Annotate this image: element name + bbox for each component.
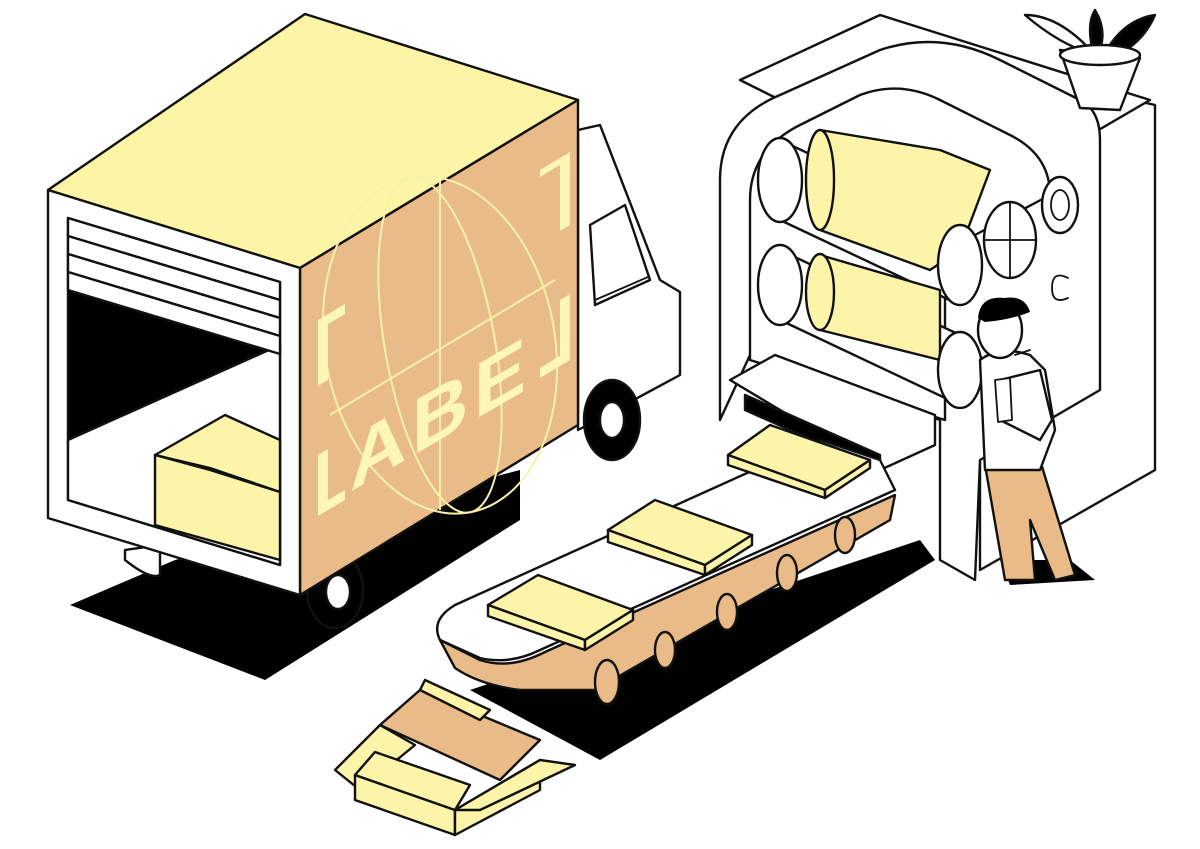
belt-roller-2 xyxy=(653,630,677,670)
truck-rollup-door xyxy=(66,216,282,356)
press-rollers xyxy=(756,128,992,410)
delivery-truck: A B E xyxy=(46,12,682,630)
logo-bracket-icon xyxy=(540,294,570,378)
box-flap-front xyxy=(353,750,472,812)
worker-hair xyxy=(978,297,1030,322)
truck-windshield xyxy=(588,203,652,307)
logo-bracket-icon xyxy=(540,152,570,231)
belt-roller-4 xyxy=(775,553,799,593)
belt-roller-1 xyxy=(593,658,621,706)
belt-roller-5 xyxy=(833,515,857,555)
belt-roller-3 xyxy=(715,592,739,632)
gauge-small-icon xyxy=(1040,175,1080,235)
gauge-hook-icon xyxy=(1051,274,1069,301)
potted-plant xyxy=(1023,8,1157,112)
conveyor-shadow xyxy=(470,540,935,760)
box-inside xyxy=(378,688,542,782)
open-cardboard-box xyxy=(333,678,577,837)
box-flap-right xyxy=(453,758,577,812)
logo-bracket-icon xyxy=(318,449,345,516)
box-flap-back xyxy=(418,678,492,722)
belt-side xyxy=(438,493,897,692)
printing-press xyxy=(718,8,1157,582)
worker-legs xyxy=(983,458,1077,582)
worker-cup-icon xyxy=(994,377,1013,423)
label-stack xyxy=(486,573,635,652)
logo-bracket-icon xyxy=(318,304,345,386)
label-stack xyxy=(606,498,754,577)
truck-cargo-box xyxy=(153,413,282,562)
worker-figure xyxy=(976,297,1077,582)
label-stack xyxy=(726,423,872,500)
press-gauges xyxy=(982,175,1080,301)
conveyor-belt xyxy=(435,353,937,706)
